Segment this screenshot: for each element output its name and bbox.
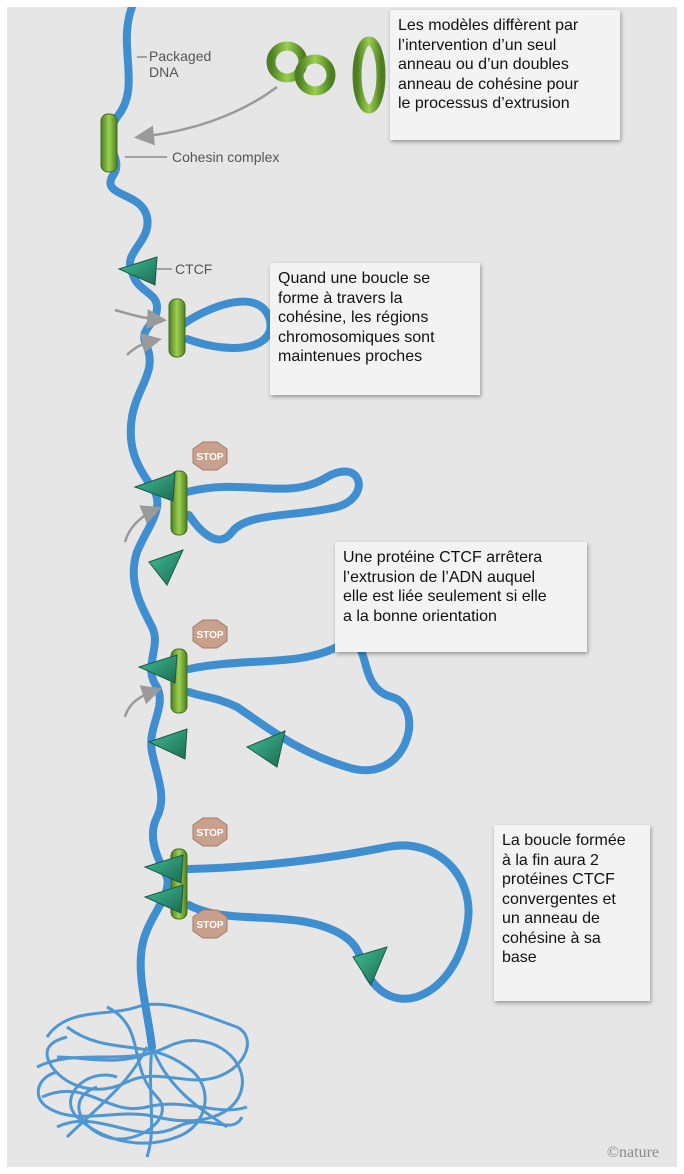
ctcf-protein-6 (245, 730, 286, 768)
ring-to-cohesin-arrow (134, 85, 278, 146)
loop1-arrow-lower (126, 333, 162, 356)
ctcf-protein-5 (147, 728, 188, 760)
packaged-dna-label-line1: Packaged (149, 48, 211, 64)
callout-line: a la bonne orientation (343, 607, 497, 625)
stop-sign-3: STOP (192, 817, 228, 847)
callout-line: maintenues proches (278, 348, 423, 365)
ctcf-protein-4 (137, 654, 178, 684)
cohesin-ring-2 (168, 298, 186, 358)
stop-sign-label: STOP (196, 452, 223, 463)
callout-line: protéines CTCF (502, 871, 615, 888)
callout-line: forme à travers la (278, 289, 403, 307)
stop-sign-4: STOP (192, 909, 228, 939)
callout-line: à la fin aura 2 (502, 851, 599, 869)
callout-line: cohésine, les régions (278, 309, 429, 326)
callout-line: Quand une boucle se (278, 270, 431, 287)
callout-line: anneau de cohésine pour (398, 75, 579, 93)
ctcf-protein-3 (148, 549, 184, 586)
ctcf-protein-8 (143, 884, 184, 914)
stop-sign-label: STOP (196, 828, 223, 839)
callout-line: cohésine à sa (502, 929, 601, 947)
main-dna-strand (105, 7, 172, 1051)
callout-line: La boucle formée (502, 832, 626, 849)
callout-loop-formation: Quand une boucle se forme à travers la c… (270, 263, 480, 395)
dna-loop-3 (185, 639, 414, 774)
stop-sign-label: STOP (196, 920, 223, 931)
stop-sign-label: STOP (196, 630, 223, 641)
packed-dna-tangle (36, 1002, 249, 1158)
callout-line: elle est liée seulement si elle (343, 588, 547, 605)
callout-line: l’extrusion de l’ADN auquel (343, 568, 536, 586)
process-arrows (114, 85, 278, 718)
ctcf-protein-9 (352, 946, 388, 987)
stop-signs: STOP STOP STOP STOP (192, 441, 228, 939)
dna-loop-4 (185, 841, 473, 1003)
callout-final-loop: La boucle formée à la fin aura 2 protéin… (494, 825, 650, 1001)
cohesin-ring-3 (170, 470, 188, 536)
nature-credit: ©nature (607, 1144, 659, 1161)
ctcf-protein-7 (143, 854, 184, 884)
ctcf-protein-2 (133, 472, 176, 502)
cohesin-complexes (100, 113, 188, 920)
callout-line: le processus d’extrusion (398, 95, 570, 112)
cohesin-ring-1 (100, 113, 118, 173)
dna-loop-2 (183, 467, 363, 544)
callout-line: convergentes et (502, 890, 616, 908)
ctcf-label: CTCF (175, 261, 212, 277)
ctcf-protein-1 (117, 256, 158, 286)
dna-loop-1 (178, 297, 275, 352)
callout-ctcf-orientation: Une protéine CTCF arrêtera l’extrusion d… (335, 542, 587, 652)
stop-sign-2: STOP (192, 619, 228, 649)
packaged-dna-label-line2: DNA (149, 64, 179, 80)
callout-line: anneau ou d’un doubles (398, 56, 569, 73)
loop3-arrow (123, 685, 162, 718)
callout-line: base (502, 949, 537, 966)
cohesin-double-ring (266, 41, 336, 96)
callout-line: un anneau de (502, 910, 600, 927)
cohesin-complex-label: Cohesin complex (172, 149, 279, 165)
callout-line: Une protéine CTCF arrêtera (343, 549, 543, 566)
loop1-arrow-upper (114, 308, 167, 329)
cohesin-loop-extrusion-diagram: STOP STOP STOP STOP Packaged DNA Cohesin… (36, 7, 659, 1161)
callout-line: chromosomiques sont (278, 328, 435, 346)
diagram-canvas: STOP STOP STOP STOP Packaged DNA Cohesin… (7, 7, 677, 1167)
cohesin-single-ring (352, 36, 386, 114)
callout-line: l’intervention d’un seul (398, 36, 557, 54)
callout-line: Les modèles diffèrent par (398, 17, 579, 34)
loop2-arrow (123, 505, 162, 543)
callout-cohesin-models: Les modèles diffèrent par l’intervention… (390, 10, 620, 140)
ctcf-proteins (117, 256, 388, 987)
label-pointer-lines (125, 56, 172, 270)
stop-sign-1: STOP (192, 441, 228, 471)
